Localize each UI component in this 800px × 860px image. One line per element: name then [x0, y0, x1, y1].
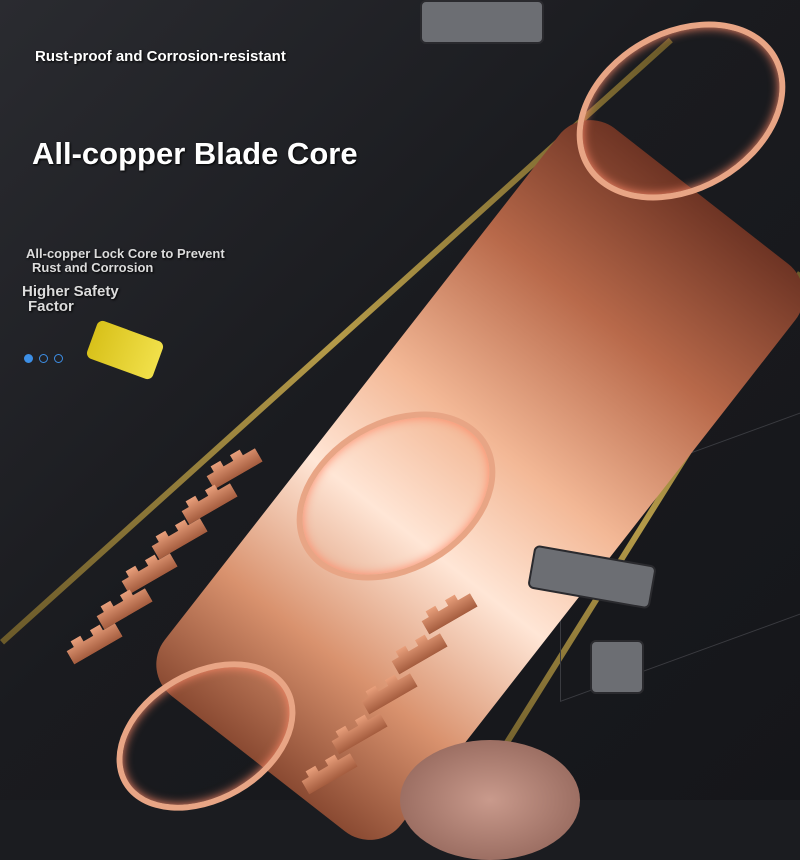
robot-arm-top — [420, 0, 544, 44]
feature-rust-line1: All-copper Lock Core to Prevent — [26, 246, 225, 261]
feature-rust-line2: Rust and Corrosion — [32, 260, 154, 275]
robot-base — [590, 640, 644, 694]
carousel-dot-3[interactable] — [54, 354, 63, 363]
feature-safety-line2: Factor — [28, 298, 74, 315]
feature-safety-text: Higher Safety Factor — [22, 284, 119, 314]
copper-disk — [400, 740, 580, 860]
feature-rust-text: All-copper Lock Core to Prevent Rust and… — [26, 247, 225, 275]
carousel-dots — [24, 354, 63, 363]
carousel-dot-2[interactable] — [39, 354, 48, 363]
carousel-dot-1[interactable] — [24, 354, 33, 363]
tagline: Rust-proof and Corrosion-resistant — [35, 48, 286, 65]
headline: All-copper Blade Core — [32, 136, 358, 171]
feature-safety-line1: Higher Safety — [22, 283, 119, 300]
